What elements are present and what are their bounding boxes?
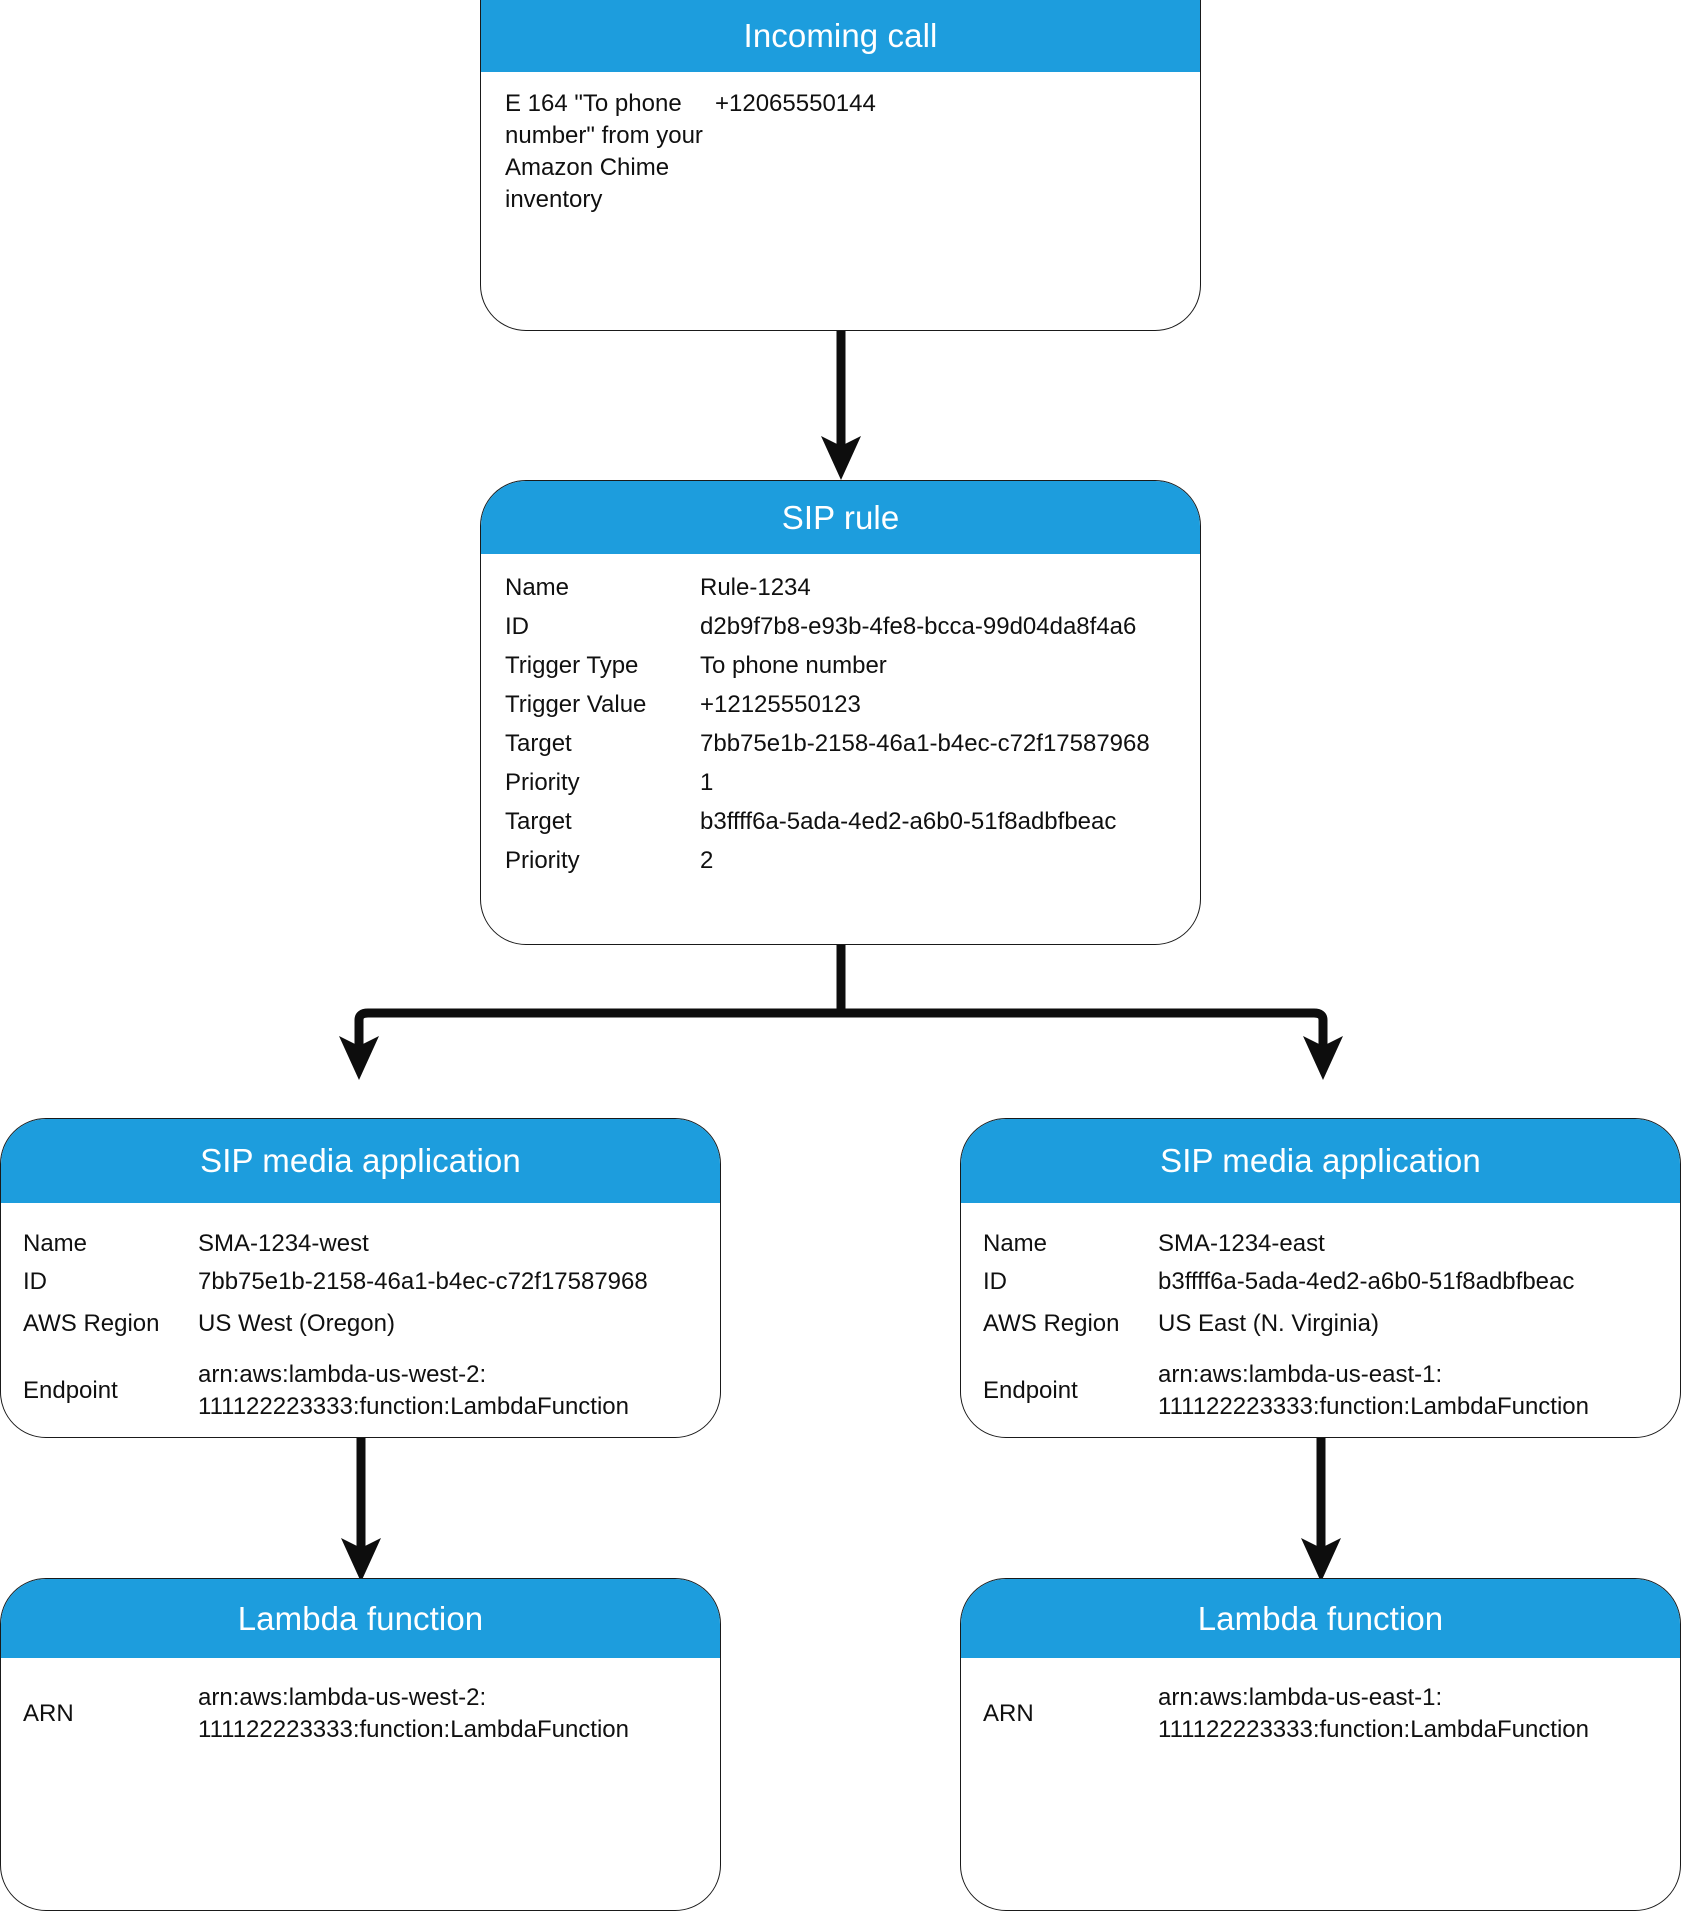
field-label: ARN [983,1700,1034,1728]
sma-west-row-endpoint: Endpoint arn:aws:lambda-us-west-2: 11112… [1,1359,720,1423]
field-label: AWS Region [23,1309,160,1337]
incoming-call-title: Incoming call [481,0,1200,72]
sip-rule-row-trigger-value: Trigger Value +12125550123 [481,685,1200,724]
connector-sma-east-to-lambda-east [1301,1434,1341,1582]
sma-west-body: Name SMA-1234-west ID 7bb75e1b-2158-46a1… [1,1203,720,1423]
sip-rule-title: SIP rule [481,481,1200,554]
field-label: ID [505,612,529,640]
field-value: To phone number [700,651,887,679]
field-label: Target [505,807,572,835]
field-value: SMA-1234-east [1158,1229,1325,1257]
sma-west-row-id: ID 7bb75e1b-2158-46a1-b4ec-c72f17587968 [1,1263,720,1301]
field-value: 7bb75e1b-2158-46a1-b4ec-c72f17587968 [700,729,1150,757]
lambda-west-body: ARN arn:aws:lambda-us-west-2: 1111222233… [1,1658,720,1746]
field-label: Target [505,729,572,757]
sip-rule-row-priority-2: Priority 2 [481,841,1200,880]
field-value: +12125550123 [700,690,861,718]
node-lambda-function-west: Lambda function ARN arn:aws:lambda-us-we… [0,1578,721,1911]
field-label: ID [983,1267,1007,1295]
sip-rule-row-id: ID d2b9f7b8-e93b-4fe8-bcca-99d04da8f4a6 [481,607,1200,646]
field-label: Endpoint [23,1377,118,1405]
field-value: US East (N. Virginia) [1158,1309,1379,1337]
field-label: Name [23,1229,88,1257]
field-label: ARN [23,1700,74,1728]
field-value: d2b9f7b8-e93b-4fe8-bcca-99d04da8f4a6 [700,612,1137,640]
sip-rule-body: Name Rule-1234 ID d2b9f7b8-e93b-4fe8-bcc… [481,554,1200,880]
field-label: AWS Region [983,1309,1120,1337]
field-label: E 164 "To phone number" from your Amazon… [505,90,703,213]
field-value: arn:aws:lambda-us-west-2: 111122223333:f… [198,1684,630,1744]
connector-sma-west-to-lambda-west [341,1434,381,1582]
sma-east-title: SIP media application [961,1119,1680,1203]
sip-rule-row-priority-1: Priority 1 [481,763,1200,802]
sip-rule-row-trigger-type: Trigger Type To phone number [481,646,1200,685]
incoming-call-body: E 164 "To phone number" from your Amazon… [481,72,1200,216]
sip-rule-row-name: Name Rule-1234 [481,568,1200,607]
sip-rule-row-target-2: Target b3ffff6a-5ada-4ed2-a6b0-51f8adbfb… [481,802,1200,841]
sma-west-row-aws-region: AWS Region US West (Oregon) [1,1301,720,1347]
field-label: Trigger Value [505,690,647,718]
sma-east-row-endpoint: Endpoint arn:aws:lambda-us-east-1: 11112… [961,1359,1680,1423]
field-label: Endpoint [983,1377,1078,1405]
field-value: SMA-1234-west [198,1229,369,1257]
lambda-east-row-arn: ARN arn:aws:lambda-us-east-1: 1111222233… [961,1682,1680,1746]
field-label: Trigger Type [505,651,639,679]
sma-east-body: Name SMA-1234-east ID b3ffff6a-5ada-4ed2… [961,1203,1680,1423]
field-value: Rule-1234 [700,573,811,601]
lambda-west-title: Lambda function [1,1579,720,1658]
incoming-call-row-phone-number: E 164 "To phone number" from your Amazon… [481,88,1200,216]
field-value: arn:aws:lambda-us-east-1: 111122223333:f… [1158,1361,1590,1421]
field-value: US West (Oregon) [198,1309,395,1337]
field-label: Name [505,573,570,601]
field-value: 7bb75e1b-2158-46a1-b4ec-c72f17587968 [198,1267,648,1295]
lambda-east-body: ARN arn:aws:lambda-us-east-1: 1111222233… [961,1658,1680,1746]
field-label: Priority [505,768,580,796]
field-value: 2 [700,846,714,874]
lambda-east-title: Lambda function [961,1579,1680,1658]
field-value: b3ffff6a-5ada-4ed2-a6b0-51f8adbfbeac [1158,1267,1575,1295]
sma-east-row-id: ID b3ffff6a-5ada-4ed2-a6b0-51f8adbfbeac [961,1263,1680,1301]
connector-incoming-call-to-sip-rule [821,326,861,480]
lambda-west-row-arn: ARN arn:aws:lambda-us-west-2: 1111222233… [1,1682,720,1746]
node-sip-media-application-east: SIP media application Name SMA-1234-east… [960,1118,1681,1438]
sma-east-row-name: Name SMA-1234-east [961,1225,1680,1263]
field-label: ID [23,1267,47,1295]
node-incoming-call: Incoming call E 164 "To phone number" fr… [480,0,1201,331]
node-sip-rule: SIP rule Name Rule-1234 ID d2b9f7b8-e93b… [480,480,1201,945]
sip-rule-row-target-1: Target 7bb75e1b-2158-46a1-b4ec-c72f17587… [481,724,1200,763]
sma-west-row-name: Name SMA-1234-west [1,1225,720,1263]
node-lambda-function-east: Lambda function ARN arn:aws:lambda-us-ea… [960,1578,1681,1911]
field-value: b3ffff6a-5ada-4ed2-a6b0-51f8adbfbeac [700,807,1117,835]
field-value: arn:aws:lambda-us-east-1: 111122223333:f… [1158,1684,1590,1744]
sma-east-row-aws-region: AWS Region US East (N. Virginia) [961,1301,1680,1347]
field-value: 1 [700,768,714,796]
node-sip-media-application-west: SIP media application Name SMA-1234-west… [0,1118,721,1438]
field-label: Priority [505,846,580,874]
field-label: Name [983,1229,1048,1257]
field-value: +12065550144 [715,90,876,117]
connector-sip-rule-branch [339,940,1343,1080]
sma-west-title: SIP media application [1,1119,720,1203]
field-value: arn:aws:lambda-us-west-2: 111122223333:f… [198,1361,630,1421]
